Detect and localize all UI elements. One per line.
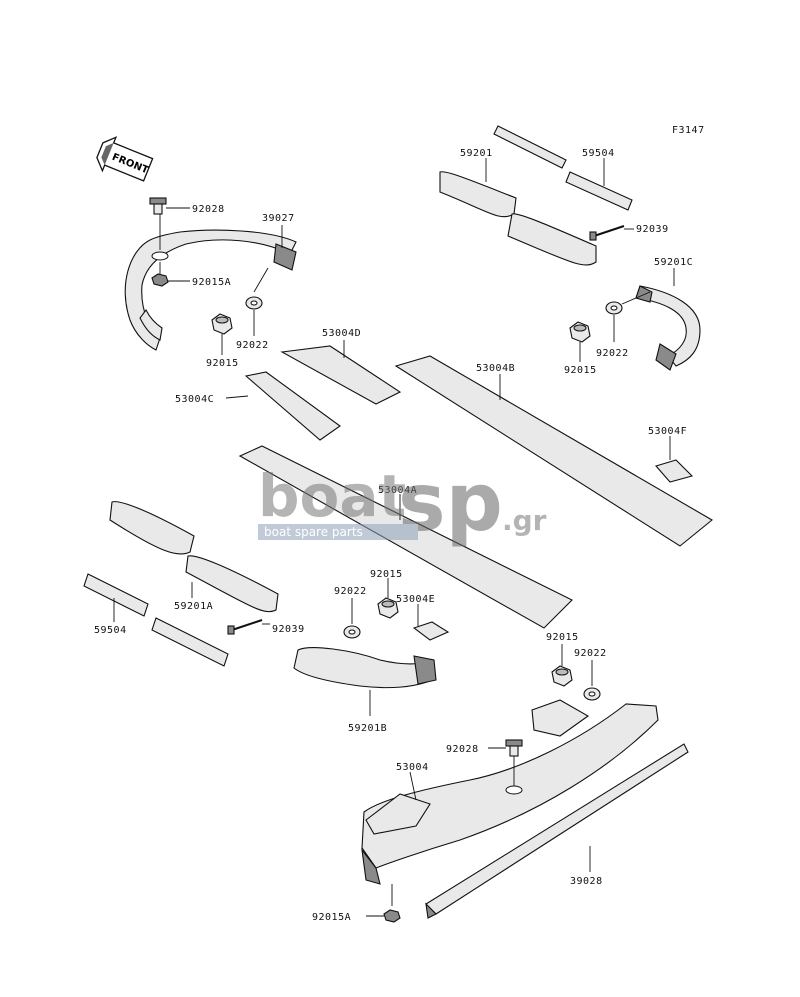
washer-92022-low xyxy=(583,687,601,701)
nut-92015-left xyxy=(211,313,233,335)
label-92015a-top: 92015A xyxy=(192,277,231,288)
mat-53004d xyxy=(280,345,402,405)
mat-53004f xyxy=(655,459,694,483)
rail-59504-top xyxy=(493,125,633,211)
label-53004b: 53004B xyxy=(476,363,515,374)
label-92015-left: 92015 xyxy=(206,358,239,369)
label-39027: 39027 xyxy=(262,213,295,224)
washer-92022-left xyxy=(245,296,263,310)
label-92015-low: 92015 xyxy=(546,632,579,643)
label-92028-low: 92028 xyxy=(446,744,479,755)
label-59201c: 59201C xyxy=(654,257,693,268)
screw-92039-bottom xyxy=(227,619,263,635)
bumper-59201c xyxy=(635,285,701,371)
nut-92015-low xyxy=(551,665,573,687)
label-59504-bottom: 59504 xyxy=(94,625,127,636)
nut-92015-right xyxy=(569,321,591,343)
label-92039-top: 92039 xyxy=(636,224,669,235)
label-53004e: 53004E xyxy=(396,594,435,605)
washer-92022-right xyxy=(605,301,623,315)
bumper-59201b xyxy=(293,647,437,689)
strip-39028 xyxy=(425,743,689,919)
label-92015-right: 92015 xyxy=(564,365,597,376)
watermark-word-main: boat xyxy=(258,462,406,530)
label-92028-top: 92028 xyxy=(192,204,225,215)
rail-59201a xyxy=(109,501,279,613)
mat-53004b xyxy=(394,355,713,547)
watermark-logo: boat sp .gr boat spare parts xyxy=(258,456,547,549)
label-92022-right: 92022 xyxy=(596,348,629,359)
label-92022-left: 92022 xyxy=(236,340,269,351)
screw-92039-top xyxy=(589,225,625,241)
label-59201b: 59201B xyxy=(348,723,387,734)
label-59201: 59201 xyxy=(460,148,493,159)
washer-92022-mid xyxy=(343,625,361,639)
label-39028: 39028 xyxy=(570,876,603,887)
mat-53004e xyxy=(412,621,450,641)
watermark-tagline: boat spare parts xyxy=(264,525,363,539)
rail-59201-top xyxy=(439,171,597,266)
front-direction-arrow: FRONT xyxy=(96,136,154,182)
label-53004c: 53004C xyxy=(175,394,214,405)
label-92015a-bottom: 92015A xyxy=(312,912,351,923)
label-59201a: 59201A xyxy=(174,601,213,612)
label-53004d: 53004D xyxy=(322,328,361,339)
label-92039-bottom: 92039 xyxy=(272,624,305,635)
bolt-92028-top xyxy=(149,197,167,215)
label-59504-top: 59504 xyxy=(582,148,615,159)
label-53004a: 53004A xyxy=(378,485,417,496)
figure-code: F3147 xyxy=(672,125,705,136)
label-92022-low: 92022 xyxy=(574,648,607,659)
label-53004: 53004 xyxy=(396,762,429,773)
bumper-39027 xyxy=(124,229,297,351)
label-53004f: 53004F xyxy=(648,426,687,437)
bumper-53004 xyxy=(361,699,659,885)
mat-53004c xyxy=(244,371,341,441)
label-92015-mid: 92015 xyxy=(370,569,403,580)
bolt-92028-low xyxy=(505,739,523,757)
nut-92015a-top xyxy=(151,273,169,287)
nut-92015-mid xyxy=(377,597,399,619)
nut-92015a-bottom xyxy=(383,909,401,923)
watermark-suffix: .gr xyxy=(502,504,547,537)
rail-59504-bottom xyxy=(83,573,229,667)
label-92022-mid: 92022 xyxy=(334,586,367,597)
